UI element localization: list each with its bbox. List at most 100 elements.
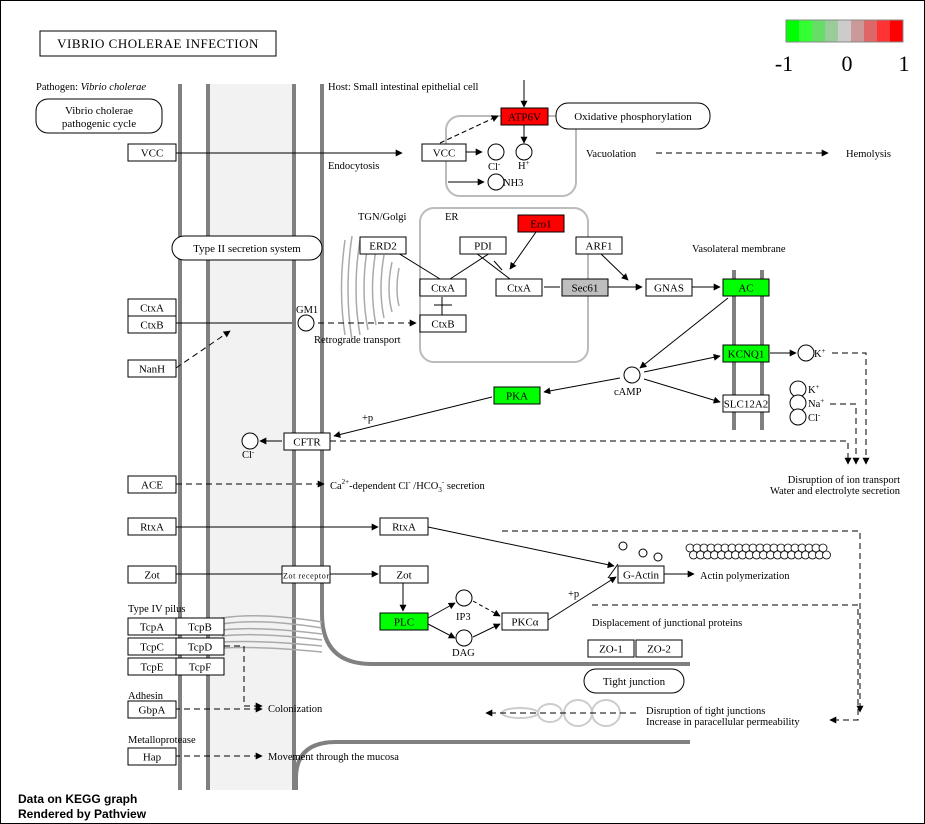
gene-box[interactable] xyxy=(127,700,177,719)
gene-label: NanH xyxy=(139,364,165,376)
gene-node-rtxa2[interactable]: RtxA xyxy=(379,517,429,536)
gene-box[interactable] xyxy=(379,565,429,584)
tight-junction-link[interactable] xyxy=(583,668,685,694)
gene-node-zot1[interactable]: Zot xyxy=(127,565,177,584)
gene-node-erd2[interactable]: ERD2 xyxy=(359,236,407,255)
type2-link[interactable] xyxy=(171,235,323,261)
k-compound[interactable] xyxy=(797,344,815,362)
gene-node-pka[interactable]: PKA xyxy=(493,386,541,405)
gene-node-gactin[interactable]: G-Actin xyxy=(617,565,665,584)
gene-box[interactable] xyxy=(281,565,331,584)
gene-node-gnas[interactable]: GNAS xyxy=(645,278,693,297)
gene-box[interactable] xyxy=(359,236,407,255)
disrupt-ion-label-2: Water and electrolyte secretion xyxy=(770,486,901,497)
nh3-compound[interactable] xyxy=(487,173,505,191)
legend-swatch xyxy=(890,20,903,42)
gene-box[interactable] xyxy=(127,315,177,334)
gene-node-tcpc[interactable]: TcpC xyxy=(127,637,177,656)
disrupt-ion-label-1: Disruption of ion transport xyxy=(788,475,900,486)
gene-box[interactable] xyxy=(722,344,770,363)
gm1-compound[interactable] xyxy=(297,314,315,332)
gene-node-gbpa[interactable]: GbpA xyxy=(127,700,177,719)
gene-node-vcc2[interactable]: VCC xyxy=(421,143,467,162)
gene-box[interactable] xyxy=(501,612,549,631)
gene-node-tcpd[interactable]: TcpD xyxy=(175,637,225,656)
gene-box[interactable] xyxy=(561,278,609,297)
gene-node-tcpa[interactable]: TcpA xyxy=(127,617,177,636)
gene-box[interactable] xyxy=(495,278,543,297)
gene-node-tcpe[interactable]: TcpE xyxy=(127,657,177,676)
gene-box[interactable] xyxy=(722,394,770,413)
gene-node-pdi[interactable]: PDI xyxy=(459,236,507,255)
gene-node-ctxa[interactable]: CtxA xyxy=(127,298,177,317)
gene-box[interactable] xyxy=(175,657,225,676)
gene-box[interactable] xyxy=(379,517,429,536)
gene-box[interactable] xyxy=(617,565,665,584)
gene-node-tcpb[interactable]: TcpB xyxy=(175,617,225,636)
gene-label: Zot receptor xyxy=(283,572,329,581)
gene-node-ctxb-golgi[interactable]: CtxB xyxy=(419,314,467,333)
gene-box[interactable] xyxy=(459,236,507,255)
gene-node-ero1[interactable]: Ero1 xyxy=(517,214,565,233)
gene-node-plc[interactable]: PLC xyxy=(379,612,429,631)
cl-compound-cftr[interactable] xyxy=(241,432,259,450)
gene-box[interactable] xyxy=(127,565,177,584)
gene-node-ace[interactable]: ACE xyxy=(127,475,177,494)
gene-node-zo1[interactable]: ZO-1 xyxy=(587,639,635,658)
gene-node-ctxa-golgi[interactable]: CtxA xyxy=(419,278,467,297)
gene-node-zo2[interactable]: ZO-2 xyxy=(635,639,683,658)
gene-node-cftr[interactable]: CFTR xyxy=(283,432,331,451)
gene-node-hap[interactable]: Hap xyxy=(127,747,177,766)
gene-box[interactable] xyxy=(175,617,225,636)
gene-box[interactable] xyxy=(175,637,225,656)
gene-box[interactable] xyxy=(575,236,623,255)
cl-compound-vesicle[interactable] xyxy=(487,143,505,161)
gene-node-ctxa-er[interactable]: CtxA xyxy=(495,278,543,297)
gene-box[interactable] xyxy=(493,386,541,405)
gene-label: CFTR xyxy=(293,437,321,449)
gene-node-slc12a2[interactable]: SLC12A2 xyxy=(722,394,770,413)
gene-box[interactable] xyxy=(127,747,177,766)
dag-compound[interactable] xyxy=(455,629,473,647)
gene-box[interactable] xyxy=(127,475,177,494)
gene-node-vcc1[interactable]: VCC xyxy=(127,143,177,162)
gene-node-sec61[interactable]: Sec61 xyxy=(561,278,609,297)
gene-node-nanh[interactable]: NanH xyxy=(127,359,177,378)
adhesin-label: Adhesin xyxy=(128,691,164,702)
gene-box[interactable] xyxy=(500,107,549,126)
gene-node-tcpf[interactable]: TcpF xyxy=(175,657,225,676)
gene-node-ac[interactable]: AC xyxy=(722,278,770,297)
gene-node-zot2[interactable]: Zot xyxy=(379,565,429,584)
gene-node-atp6v[interactable]: ATP6V xyxy=(500,107,549,126)
gene-box[interactable] xyxy=(645,278,693,297)
gene-node-pkca[interactable]: PKCα xyxy=(501,612,549,631)
vacuolation-label: Vacuolation xyxy=(586,149,637,160)
gene-label: PLC xyxy=(394,617,414,629)
gene-box[interactable] xyxy=(517,214,565,233)
gene-node-ctxb[interactable]: CtxB xyxy=(127,315,177,334)
oxphos-link[interactable] xyxy=(555,102,711,130)
gene-box[interactable] xyxy=(419,278,467,297)
gene-box[interactable] xyxy=(127,517,177,536)
gene-box[interactable] xyxy=(587,639,635,658)
gene-node-kcnq1[interactable]: KCNQ1 xyxy=(722,344,770,363)
camp-compound[interactable] xyxy=(623,366,641,384)
cycle-link[interactable] xyxy=(35,98,163,134)
h-compound[interactable] xyxy=(515,143,533,161)
gene-box[interactable] xyxy=(379,612,429,631)
gene-node-arf1[interactable]: ARF1 xyxy=(575,236,623,255)
gene-box[interactable] xyxy=(127,143,177,162)
k-label: K+ xyxy=(814,347,826,360)
gene-box[interactable] xyxy=(722,278,770,297)
gene-box[interactable] xyxy=(127,359,177,378)
gene-label: TcpD xyxy=(188,642,212,654)
type2-link-label: Type II secretion system xyxy=(193,243,301,255)
gene-node-rtxa1[interactable]: RtxA xyxy=(127,517,177,536)
gene-box[interactable] xyxy=(421,143,467,162)
cl-compound-2[interactable] xyxy=(789,408,807,426)
gene-node-zot-receptor[interactable]: Zot receptor xyxy=(281,565,331,584)
gene-box[interactable] xyxy=(419,314,467,333)
gene-box[interactable] xyxy=(635,639,683,658)
gene-box[interactable] xyxy=(283,432,331,451)
ip3-compound[interactable] xyxy=(455,589,473,607)
